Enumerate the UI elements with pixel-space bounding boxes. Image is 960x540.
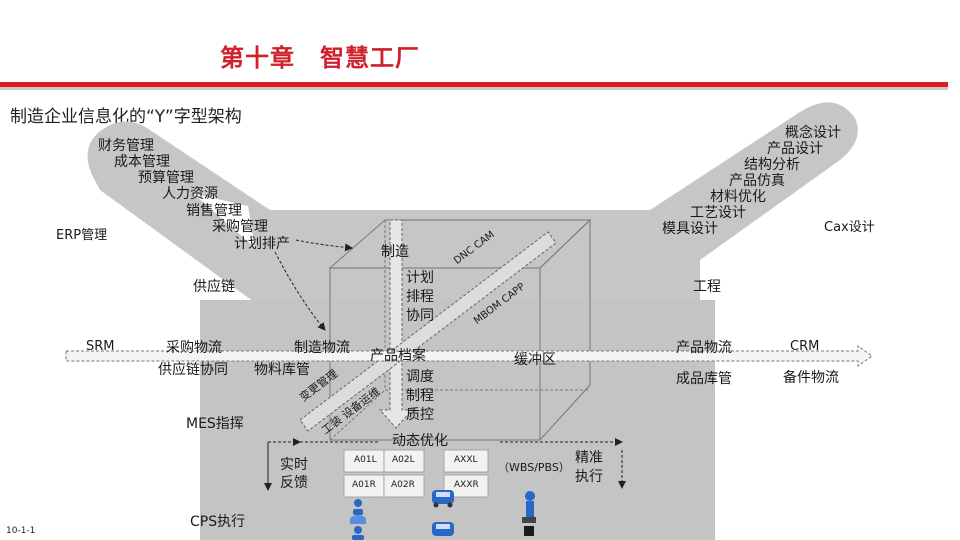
material-warehouse-label: 物料库管 bbox=[254, 362, 310, 378]
station-cells bbox=[343, 449, 489, 498]
right-arm-item: 模具设计 bbox=[662, 221, 718, 237]
left-arm-item: 预算管理 bbox=[138, 170, 194, 186]
cube-side-face bbox=[539, 218, 591, 442]
left-arm-item: 采购管理 bbox=[212, 219, 268, 235]
cell-label: AXXL bbox=[454, 455, 478, 465]
realtime-label: 实时 bbox=[280, 457, 308, 473]
schedule-label: 排程 bbox=[406, 289, 434, 305]
left-arm-item: 成本管理 bbox=[114, 154, 170, 170]
dynamic-optimize-label: 动态优化 bbox=[392, 433, 448, 449]
execute-label: 执行 bbox=[575, 469, 603, 485]
right-arm-item: 结构分析 bbox=[744, 157, 800, 173]
wbs-pbs-label: （WBS/PBS） bbox=[498, 461, 570, 474]
worker-icon bbox=[350, 499, 366, 540]
erp-label: ERP管理 bbox=[56, 228, 108, 243]
cell-label: A01R bbox=[352, 480, 376, 490]
dispatch-label: 调度 bbox=[406, 369, 434, 385]
collaborate-label: 协同 bbox=[406, 308, 434, 324]
spare-parts-logistics-label: 备件物流 bbox=[783, 370, 839, 386]
precise-label: 精准 bbox=[575, 450, 603, 466]
srm-label: SRM bbox=[86, 339, 115, 354]
buffer-zone-label: 缓冲区 bbox=[514, 352, 556, 368]
y-main-shape bbox=[87, 102, 858, 325]
diagonal-flow-arrow bbox=[299, 231, 557, 432]
purchase-logistics-label: 采购物流 bbox=[166, 340, 222, 356]
y-stem bbox=[200, 300, 715, 540]
product-file-label: 产品档案 bbox=[370, 348, 426, 364]
planning-arrows bbox=[274, 239, 353, 331]
mfg-logistics-label: 制造物流 bbox=[294, 340, 350, 356]
process-label: 制程 bbox=[406, 388, 434, 404]
title-underline bbox=[0, 82, 948, 90]
cell-label: A02R bbox=[391, 480, 415, 490]
cell-label: A02L bbox=[392, 455, 415, 465]
right-arm-item: 材料优化 bbox=[710, 189, 766, 205]
crm-label: CRM bbox=[790, 339, 820, 354]
left-arm-item: 计划排产 bbox=[234, 236, 290, 252]
manufacture-label: 制造 bbox=[381, 244, 409, 260]
quality-label: 质控 bbox=[406, 407, 434, 423]
right-arm-item: 产品设计 bbox=[767, 141, 823, 157]
agv-car-icon bbox=[432, 490, 454, 536]
plan-label: 计划 bbox=[406, 270, 434, 286]
supply-collab-label: 供应链协同 bbox=[158, 362, 228, 378]
right-arm-item: 概念设计 bbox=[785, 125, 841, 141]
finished-warehouse-label: 成品库管 bbox=[676, 371, 732, 387]
cps-label: CPS执行 bbox=[190, 514, 246, 530]
cax-label: Cax设计 bbox=[824, 220, 875, 235]
page-title: 第十章 智慧工厂 bbox=[220, 44, 420, 72]
slide-subtitle: 制造企业信息化的“Y”字型架构 bbox=[10, 107, 242, 127]
vertical-flow-arrow bbox=[378, 219, 414, 429]
page-code: 10-1-1 bbox=[6, 526, 36, 536]
left-arm-item: 人力资源 bbox=[162, 186, 218, 202]
supply-chain-label: 供应链 bbox=[193, 279, 235, 295]
left-arm-item: 财务管理 bbox=[98, 138, 154, 154]
engineering-label: 工程 bbox=[693, 279, 721, 295]
right-arm-item: 工艺设计 bbox=[690, 205, 746, 221]
right-arm-item: 产品仿真 bbox=[729, 173, 785, 189]
product-logistics-label: 产品物流 bbox=[676, 340, 732, 356]
mes-label: MES指挥 bbox=[186, 416, 244, 432]
robot-arm-icon bbox=[522, 491, 536, 536]
feedback-label: 反馈 bbox=[280, 475, 308, 491]
feedback-loop-arrows bbox=[264, 438, 626, 491]
horizontal-flow-arrow bbox=[65, 345, 873, 367]
left-arm-item: 销售管理 bbox=[186, 203, 242, 219]
cell-label: AXXR bbox=[454, 480, 479, 490]
cell-label: A01L bbox=[354, 455, 377, 465]
